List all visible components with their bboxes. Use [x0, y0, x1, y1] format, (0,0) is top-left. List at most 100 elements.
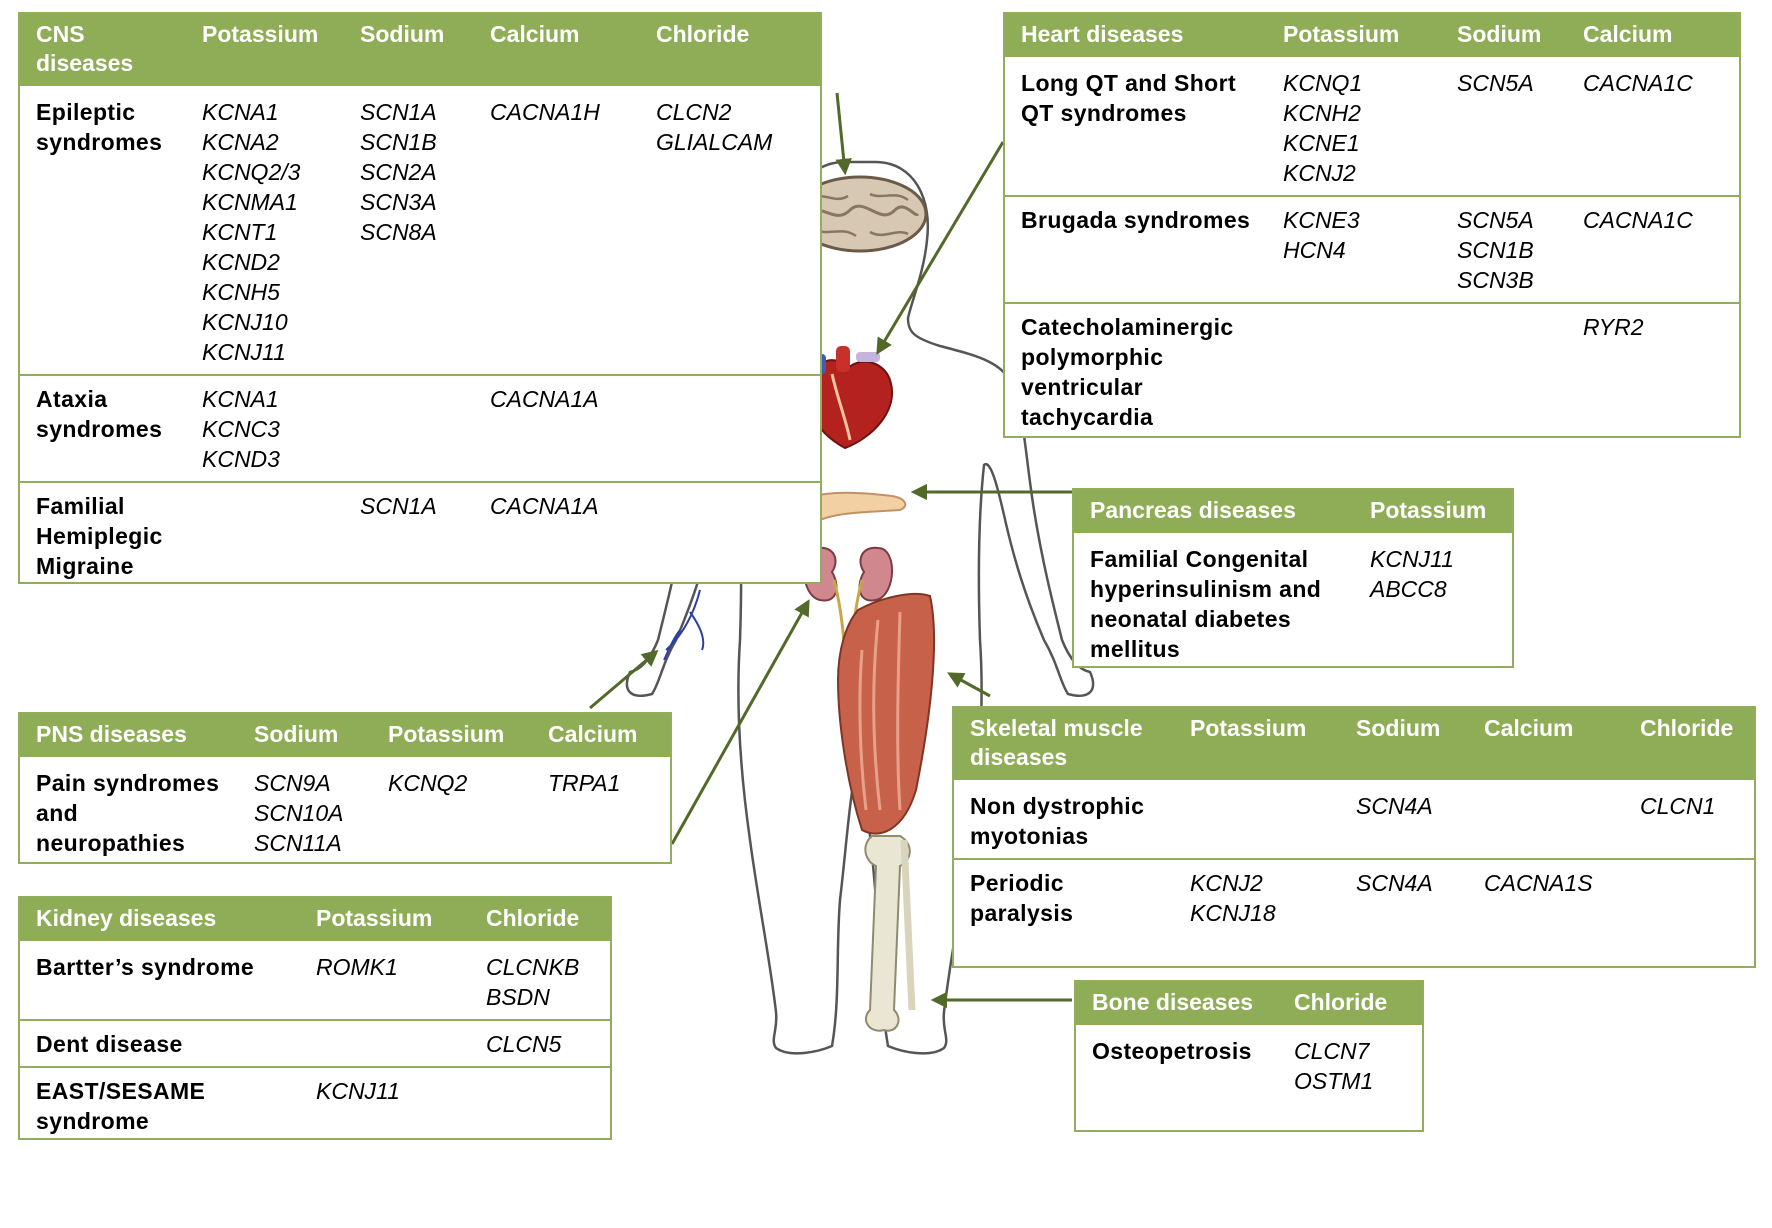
- sodium-genes: SCN1A: [344, 481, 474, 582]
- gene: SCN1A: [360, 99, 437, 125]
- cns-sodium-header: Sodium: [344, 14, 474, 89]
- calcium-genes: CACNA1A: [474, 374, 640, 482]
- pancreas-potassium-header: Potassium: [1354, 490, 1512, 536]
- peripheral-nerves-illustration: [663, 589, 705, 661]
- chloride-genes: CLCN5: [470, 1019, 610, 1067]
- gene: KCNT1: [202, 219, 278, 245]
- disease-name: Brugada syndromes: [1005, 195, 1267, 303]
- sodium-genes: [344, 374, 474, 482]
- potassium-genes: KCNE3 HCN4: [1267, 195, 1441, 303]
- kidney-row-bartter: Bartter’s syndrome ROMK1 CLCNKB BSDN: [20, 943, 610, 1021]
- chloride-genes: CLCN2 GLIALCAM: [640, 88, 820, 376]
- gene: SCN4A: [1356, 870, 1433, 896]
- gene: KCNA2: [202, 129, 279, 155]
- chloride-genes: CLCNKB BSDN: [470, 943, 610, 1021]
- heart-row-cpvt: Catecholaminergic polymorphic ventricula…: [1005, 302, 1739, 436]
- gene: KCNQ2: [388, 770, 468, 796]
- chloride-genes: [640, 374, 820, 482]
- kidney-row-dent: Dent disease CLCN5: [20, 1019, 610, 1067]
- potassium-genes: ROMK1: [300, 943, 470, 1021]
- gene: SCN3B: [1457, 267, 1534, 293]
- pns-row-pain: Pain syndromes and neuropathies SCN9A SC…: [20, 759, 670, 863]
- gene: SCN1B: [360, 129, 437, 155]
- skeletal-row-paralysis: Periodic paralysis KCNJ2 KCNJ18 SCN4A CA…: [954, 858, 1754, 935]
- gene: ABCC8: [1370, 576, 1447, 602]
- calcium-genes: RYR2: [1567, 302, 1739, 436]
- cns-row-ataxia: Ataxia syndromes KCNA1 KCNC3 KCND3 CACNA…: [20, 374, 820, 482]
- gene: ROMK1: [316, 954, 398, 980]
- gene: KCNJ10: [202, 309, 288, 335]
- calcium-genes: TRPA1: [532, 759, 670, 863]
- pancreas-diseases-panel: Pancreas diseases Potassium Familial Con…: [1072, 488, 1514, 668]
- gene: CACNA1H: [490, 99, 600, 125]
- gene: KCNC3: [202, 416, 280, 442]
- potassium-genes: KCNQ2: [372, 759, 532, 863]
- potassium-genes: KCNJ11 ABCC8: [1354, 535, 1512, 667]
- bone-illustration: [864, 835, 916, 1032]
- gene: KCND2: [202, 249, 280, 275]
- disease-name: Non dystrophic myotonias: [970, 793, 1145, 849]
- potassium-genes: [1267, 302, 1441, 436]
- gene: KCNQ1: [1283, 70, 1363, 96]
- gene: CLCN2: [656, 99, 732, 125]
- potassium-genes: KCNQ1 KCNH2 KCNE1 KCNJ2: [1267, 59, 1441, 197]
- chloride-genes: [640, 481, 820, 582]
- chloride-genes: [470, 1066, 610, 1138]
- calcium-genes: CACNA1A: [474, 481, 640, 582]
- disease-name: Long QT and Short QT syndromes: [1021, 70, 1237, 126]
- gene: SCN1B: [1457, 237, 1534, 263]
- gene: TRPA1: [548, 770, 621, 796]
- sodium-genes: SCN9A SCN10A SCN11A: [238, 759, 372, 863]
- gene: KCNJ11: [202, 339, 286, 365]
- skeletal-muscle-illustration: [836, 592, 936, 835]
- gene: SCN3A: [360, 189, 437, 215]
- gene: SCN10A: [254, 800, 344, 826]
- gene: HCN4: [1283, 237, 1346, 263]
- gene: KCNMA1: [202, 189, 298, 215]
- gene: CACNA1C: [1583, 207, 1693, 233]
- gene: KCNJ11: [316, 1078, 400, 1104]
- disease-name: Ataxia syndromes: [20, 374, 186, 482]
- potassium-genes: [186, 481, 344, 582]
- skeletal-row-myotonias: Non dystrophic myotonias SCN4A CLCN1: [954, 782, 1754, 860]
- gene: KCNJ18: [1190, 900, 1276, 926]
- pns-potassium-header: Potassium: [372, 714, 532, 760]
- chloride-genes: [1624, 858, 1754, 935]
- pns-category-header: PNS diseases: [20, 714, 238, 760]
- skeletal-potassium-header: Potassium: [1174, 708, 1340, 783]
- gene: SCN2A: [360, 159, 437, 185]
- gene: CACNA1A: [490, 386, 599, 412]
- potassium-genes: [300, 1019, 470, 1067]
- disease-name: Dent disease: [20, 1019, 300, 1067]
- sodium-genes: [1441, 302, 1567, 436]
- heart-potassium-header: Potassium: [1267, 14, 1441, 60]
- gene: SCN8A: [360, 219, 437, 245]
- cns-chloride-header: Chloride: [640, 14, 820, 89]
- bone-row-osteopetrosis: Osteopetrosis CLCN7 OSTM1: [1076, 1027, 1422, 1104]
- skeletal-sodium-header: Sodium: [1340, 708, 1468, 783]
- gene: CLCN7: [1294, 1038, 1370, 1064]
- heart-category-header: Heart diseases: [1005, 14, 1267, 60]
- gene: SCN4A: [1356, 793, 1433, 819]
- gene: CLCNKB: [486, 954, 580, 980]
- gene: OSTM1: [1294, 1068, 1374, 1094]
- cns-diseases-panel: CNS diseases Potassium Sodium Calcium Ch…: [18, 12, 822, 584]
- cns-potassium-header: Potassium: [186, 14, 344, 89]
- skeletal-calcium-header: Calcium: [1468, 708, 1624, 783]
- gene: KCNA1: [202, 99, 279, 125]
- potassium-genes: KCNA1 KCNC3 KCND3: [186, 374, 344, 482]
- arrow-to-muscle: [947, 672, 991, 698]
- sodium-genes: SCN4A: [1340, 858, 1468, 935]
- gene: KCND3: [202, 446, 280, 472]
- gene: CLCN5: [486, 1031, 562, 1057]
- gene: KCNQ2/3: [202, 159, 301, 185]
- skeletal-muscle-diseases-panel: Skeletal muscle diseases Potassium Sodiu…: [952, 706, 1756, 968]
- disease-name: Familial Congenital hyperinsulinism and …: [1090, 546, 1322, 662]
- gene: KCNH2: [1283, 100, 1361, 126]
- arrow-to-kidneys: [670, 599, 810, 845]
- cns-category-header: CNS diseases: [20, 14, 186, 89]
- gene: KCNE1: [1283, 130, 1360, 156]
- gene: SCN1A: [360, 493, 437, 519]
- disease-name: EAST/SESAME syndrome: [20, 1066, 300, 1138]
- sodium-genes: SCN5A SCN1B SCN3B: [1441, 195, 1567, 303]
